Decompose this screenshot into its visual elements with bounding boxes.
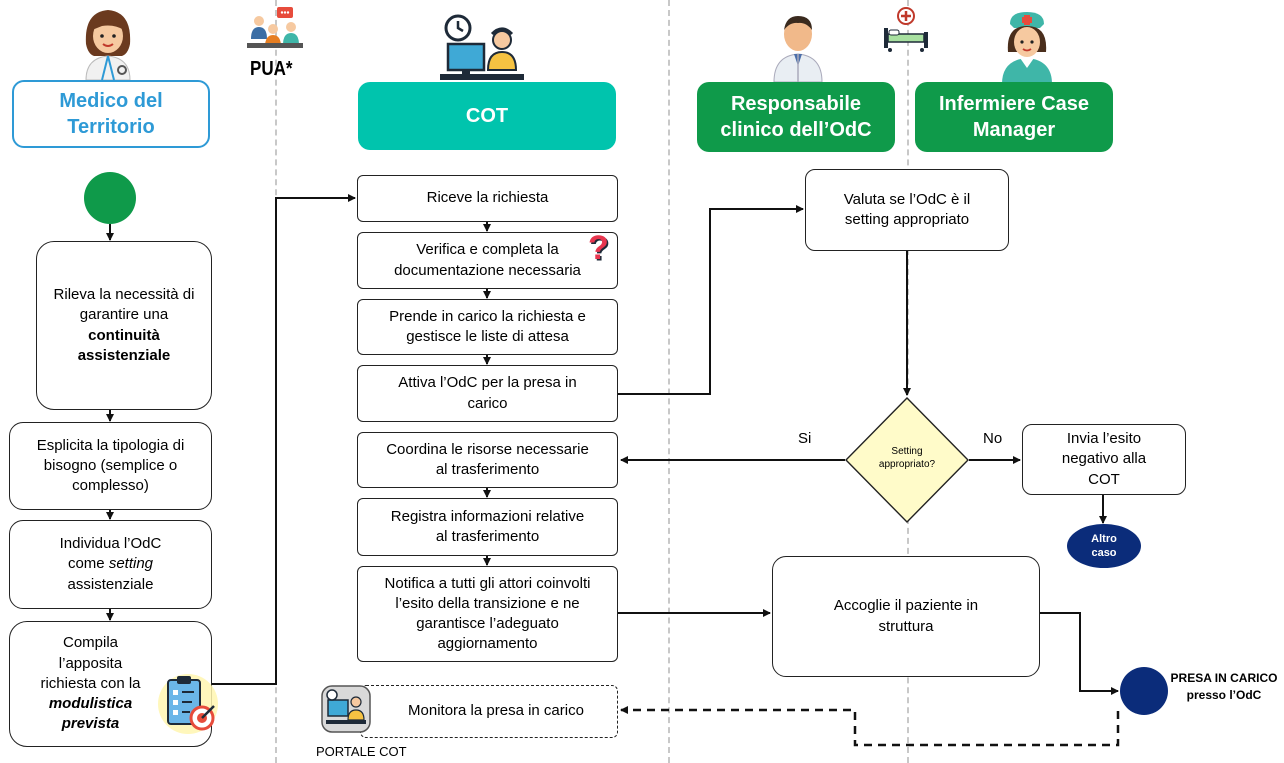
step-attiva-text: Attiva l’OdC per la presa in carico [398,374,577,412]
lane-divider-2 [668,0,670,763]
cot-operator-icon [440,14,524,80]
presa-in-carico-line1: PRESA IN CARICO [1170,671,1278,685]
altro-caso-label: Altro caso [1091,532,1117,559]
step-rileva-text: Rileva la necessità di garantire una [53,286,195,324]
step-rileva-bold: continuità assistenziale [77,326,171,364]
step-accoglie: Accoglie il paziente in struttura [772,556,1040,677]
step-verifica-text: Verifica e completa la documentazione ne… [394,241,581,279]
lane-title-pua: PUA* [250,58,293,80]
step-monitora: Monitora la presa in carico [360,685,618,738]
clipboard-target-icon [158,674,218,734]
step-prende-text: Prende in carico la richiesta e gestisce… [389,307,586,345]
branch-si-label: Si [798,430,812,447]
presa-in-carico-label: PRESA IN CARICO presso l’OdC [1166,670,1282,704]
lane-header-responsabile: Responsabile clinico dell’OdC [697,82,895,152]
step-valuta: Valuta se l’OdC è il setting appropriato [805,169,1009,251]
branch-no-label: No [983,430,1003,447]
doctor-man-icon [773,16,823,82]
step-registra: Registra informazioni relative al trasfe… [357,498,618,556]
altro-caso-node: Altro caso [1067,524,1141,568]
question-mark-icon: ? [588,229,609,267]
portal-monitor-icon [321,685,371,733]
step-compila-bolditalic: modulistica prevista [48,695,133,733]
step-registra-text: Registra informazioni relative al trasfe… [390,507,585,545]
step-verifica: Verifica e completa la documentazione ne… [357,232,618,289]
step-monitora-text: Monitora la presa in carico [408,702,584,720]
lane-header-cot: COT [358,82,616,150]
step-invia-text: Invia l’esito negativo alla COT [1061,430,1147,488]
step-notifica: Notifica a tutti gli attori coinvolti l’… [357,566,618,662]
step-riceve-text: Riceve la richiesta [426,189,549,207]
decision-diamond [845,397,969,523]
step-valuta-text: Valuta se l’OdC è il setting appropriato [843,190,971,228]
step-compila-pre: Compila l’apposita richiesta con la [40,634,141,692]
lane-header-infermiere: Infermiere Case Manager [915,82,1113,152]
step-individua-post: assistenziale [67,575,154,593]
hospital-bed-icon [884,7,928,52]
step-invia: Invia l’esito negativo alla COT [1022,424,1186,495]
decision-label: Setting appropriato? [878,446,936,470]
step-individua-italic: setting [108,555,154,573]
doctor-woman-icon [85,10,131,80]
pua-team-icon [247,7,303,48]
step-individua-pre: Individua l’OdC come [59,535,162,573]
nurse-icon [1002,12,1052,84]
step-coordina: Coordina le risorse necessarie al trasfe… [357,432,618,488]
step-individua: Individua l’OdC come setting assistenzia… [9,520,212,609]
presa-in-carico-line2: presso l’OdC [1186,687,1262,702]
step-notifica-text: Notifica a tutti gli attori coinvolti l’… [384,574,591,653]
step-esplicita-text: Esplicita la tipologia di bisogno (sempl… [36,436,185,495]
step-esplicita: Esplicita la tipologia di bisogno (sempl… [9,422,212,510]
start-node [84,172,136,224]
step-accoglie-text: Accoglie il paziente in struttura [833,597,979,635]
step-prende: Prende in carico la richiesta e gestisce… [357,299,618,355]
step-riceve: Riceve la richiesta [357,175,618,222]
step-coordina-text: Coordina le risorse necessarie al trasfe… [386,440,589,478]
end-node [1120,667,1168,715]
lane-header-medico: Medico del Territorio [12,80,210,148]
portale-cot-label: PORTALE COT [316,744,407,759]
step-attiva: Attiva l’OdC per la presa in carico [357,365,618,422]
